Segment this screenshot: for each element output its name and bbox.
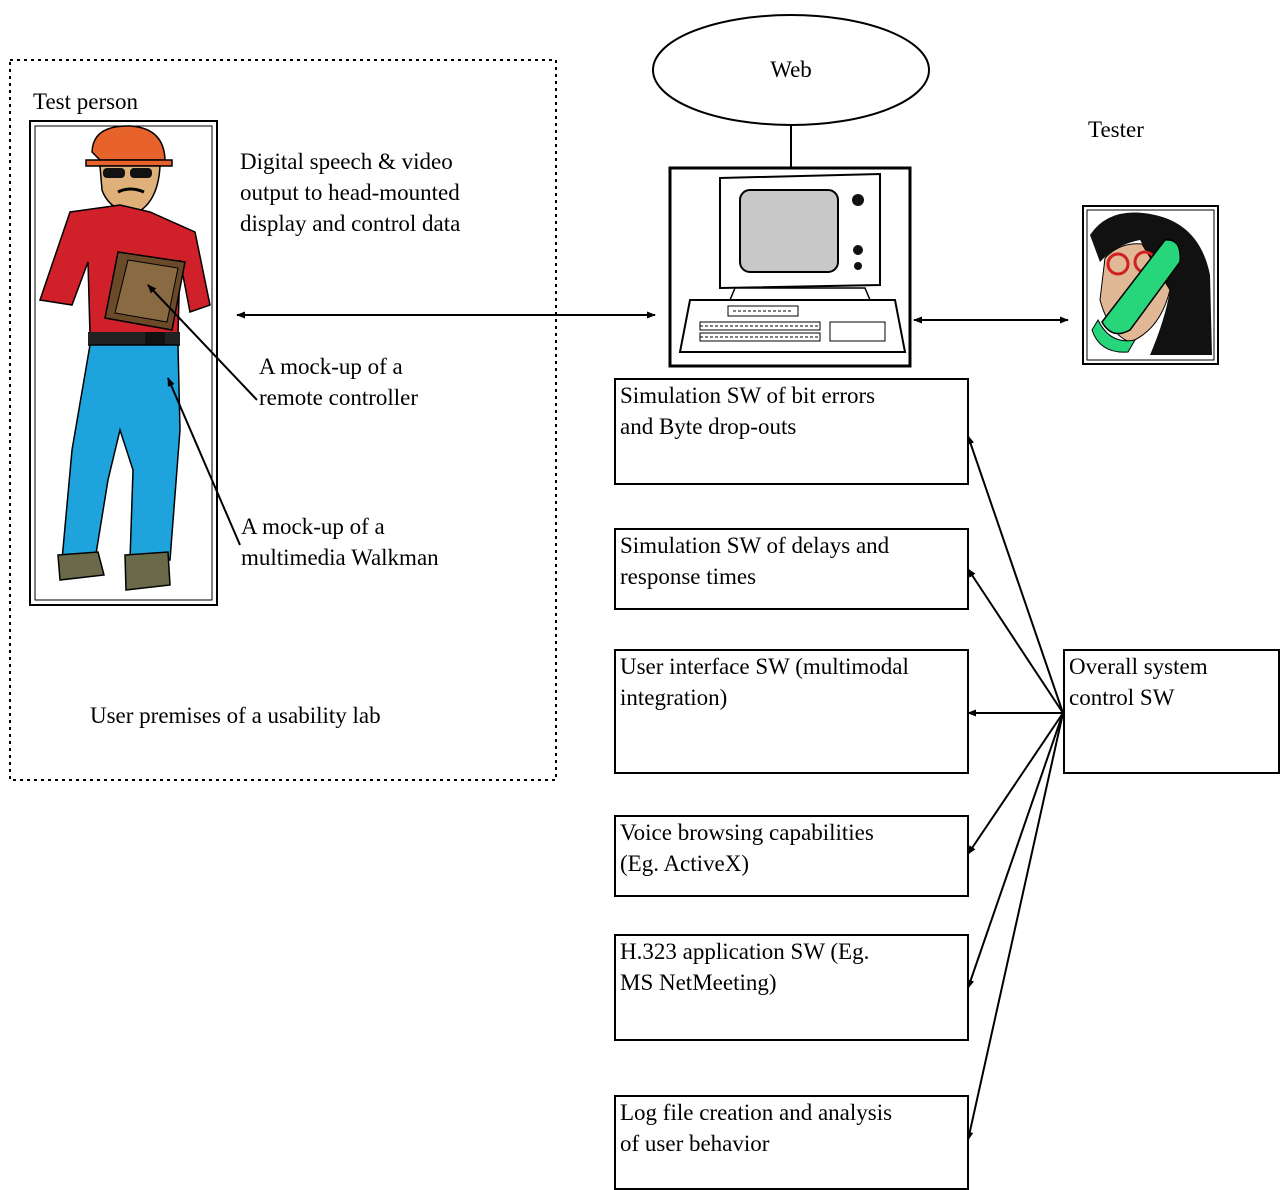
output-label: Digital speech & video output to head-mo… (240, 149, 461, 236)
control-arrows (966, 435, 1064, 1141)
test-person-label: Test person (33, 89, 139, 114)
h323-app-box: H.323 application SW (Eg.MS NetMeeting) (614, 934, 969, 1041)
lab-boundary (9, 59, 557, 781)
computer-terminal-icon (668, 166, 912, 368)
person-on-phone-icon (1082, 205, 1219, 365)
tester-label: Tester (1088, 117, 1144, 142)
remote-label: A mock-up of a remote controller (259, 354, 419, 410)
worker-with-clipboard-icon (29, 120, 218, 606)
voice-browsing-box: Voice browsing capabilities(Eg. ActiveX) (614, 815, 969, 897)
walkman-label: A mock-up of a multimedia Walkman (241, 514, 439, 570)
lab-label: User premises of a usability lab (90, 703, 381, 728)
walkman-pointer-line (167, 377, 241, 546)
web-label: Web (770, 57, 812, 82)
remote-pointer-line (147, 284, 258, 401)
